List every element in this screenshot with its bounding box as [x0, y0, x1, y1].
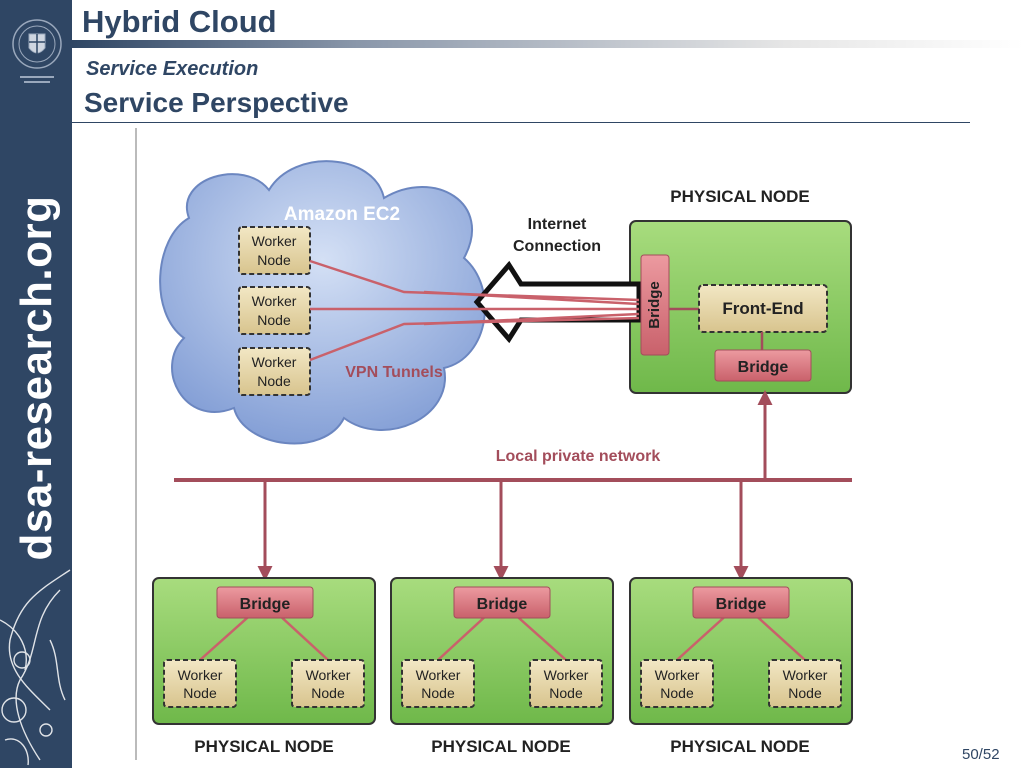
svg-text:Bridge: Bridge	[240, 596, 291, 613]
page-number: 50/52	[962, 746, 1000, 763]
frame-heading: Service Perspective	[84, 87, 349, 118]
svg-text:Bridge: Bridge	[716, 596, 767, 613]
bridge-horizontal-label: Bridge	[738, 359, 789, 376]
svg-text:Node: Node	[257, 373, 291, 389]
vpn-tunnels-label: VPN Tunnels	[345, 364, 443, 381]
physical-node-label: PHYSICAL NODE	[670, 187, 810, 206]
physical-node-label: PHYSICAL NODE	[431, 737, 571, 756]
svg-text:Bridge: Bridge	[477, 596, 528, 613]
ec2-worker-node: Worker Node	[238, 347, 311, 396]
svg-text:Node: Node	[311, 685, 345, 701]
section-subtitle: Service Execution	[86, 58, 259, 80]
bridge-vertical-label: Bridge	[646, 281, 663, 329]
svg-text:Node: Node	[660, 685, 694, 701]
svg-text:Worker: Worker	[544, 667, 589, 683]
svg-text:Worker: Worker	[783, 667, 828, 683]
cloud-label: Amazon EC2	[284, 204, 400, 225]
physical-node-label: PHYSICAL NODE	[194, 737, 334, 756]
svg-text:Worker: Worker	[178, 667, 223, 683]
svg-text:Worker: Worker	[416, 667, 461, 683]
svg-text:Node: Node	[549, 685, 583, 701]
bridge-horizontal	[714, 349, 812, 382]
physical-node-label: PHYSICAL NODE	[670, 737, 810, 756]
svg-text:Worker: Worker	[252, 233, 297, 249]
physical-node: Bridge Worker Node Worker Node	[152, 577, 376, 725]
internet-label-line2: Connection	[513, 238, 601, 255]
svg-text:Node: Node	[421, 685, 455, 701]
ec2-worker-node: Worker Node	[238, 286, 311, 335]
svg-text:Node: Node	[183, 685, 217, 701]
decorative-swirl-icon	[0, 569, 71, 766]
svg-text:Worker: Worker	[306, 667, 351, 683]
front-end-label: Front-End	[722, 299, 803, 318]
ec2-worker-node: Worker Node	[238, 226, 311, 275]
sidebar: dsa-research.org	[0, 0, 72, 768]
svg-text:Worker: Worker	[252, 354, 297, 370]
svg-text:Worker: Worker	[252, 293, 297, 309]
network-label: Local private network	[496, 448, 661, 465]
physical-node: Bridge Worker Node Worker Node	[390, 577, 614, 725]
university-seal-icon	[12, 19, 62, 83]
svg-text:Node: Node	[257, 252, 291, 268]
site-watermark: dsa-research.org	[12, 195, 61, 561]
vpn-tunnel-lines	[309, 259, 640, 362]
svg-text:Node: Node	[257, 312, 291, 328]
heading-divider	[72, 122, 970, 123]
svg-text:Node: Node	[788, 685, 822, 701]
title-divider	[72, 40, 1024, 48]
physical-node: Bridge Worker Node Worker Node	[629, 577, 853, 725]
slide-title: Hybrid Cloud	[82, 4, 277, 39]
bridge-vertical	[640, 254, 670, 356]
internet-label-line1: Internet	[528, 216, 587, 233]
front-end-box	[698, 284, 828, 333]
svg-text:Worker: Worker	[655, 667, 700, 683]
hybrid-cloud-diagram: Amazon EC2 Worker Node Worker Node Worke…	[135, 128, 853, 760]
